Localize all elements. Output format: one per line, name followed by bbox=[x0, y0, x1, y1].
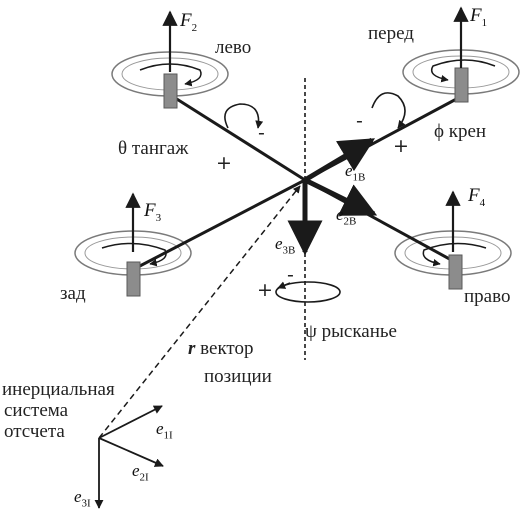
motor-left bbox=[163, 73, 178, 109]
vector-symbol: e bbox=[156, 419, 164, 438]
arm-back bbox=[135, 178, 306, 270]
arm-left bbox=[171, 94, 306, 182]
force-subscript: 4 bbox=[479, 196, 486, 209]
roll-plus-sign: + bbox=[393, 135, 409, 157]
label-e1i: e1I bbox=[156, 420, 173, 441]
pitch-rotation-arrow bbox=[224, 103, 264, 129]
vector-symbol: e bbox=[132, 461, 140, 480]
label-pitch: θ тангаж bbox=[118, 138, 189, 159]
pitch-plus-sign: + bbox=[216, 152, 232, 174]
label-inertial-line2: система bbox=[4, 400, 69, 421]
vector-subscript: 1I bbox=[163, 429, 173, 442]
label-left: лево bbox=[215, 37, 252, 58]
inertial-vector-e2 bbox=[98, 437, 164, 467]
position-symbol: r bbox=[188, 338, 196, 359]
vector-subscript: 2I bbox=[139, 471, 149, 484]
motor-front bbox=[454, 67, 469, 103]
force-label-f4: F4 bbox=[468, 186, 485, 209]
label-inertial-line1: инерциальная bbox=[2, 379, 115, 400]
label-position-vector-line2: позиции bbox=[204, 366, 272, 387]
inertial-vector-e1 bbox=[98, 405, 163, 439]
force-subscript: 1 bbox=[481, 16, 488, 29]
spin-arrow-right bbox=[422, 242, 487, 267]
force-symbol: F bbox=[470, 5, 482, 26]
motor-right bbox=[448, 254, 463, 290]
vector-symbol: e bbox=[336, 205, 344, 224]
label-e3b: e3B bbox=[275, 235, 295, 256]
yaw-minus-sign: - bbox=[287, 264, 294, 286]
spin-arrow-left bbox=[139, 63, 202, 87]
label-e2i: e2I bbox=[132, 462, 149, 483]
spin-arrow-back bbox=[101, 242, 167, 267]
body-vector-e2 bbox=[303, 177, 378, 217]
label-e2b: e2B bbox=[336, 206, 356, 227]
roll-rotation-arrow bbox=[371, 92, 406, 129]
label-right: право bbox=[464, 286, 511, 307]
force-subscript: 3 bbox=[155, 211, 162, 224]
motor-back bbox=[126, 261, 141, 297]
label-inertial-line3: отсчета bbox=[4, 421, 65, 442]
label-back: зад bbox=[60, 283, 86, 304]
label-yaw: ψ рысканье bbox=[305, 321, 397, 342]
label-e1b: e1B bbox=[345, 162, 365, 183]
position-line1: вектор bbox=[200, 338, 254, 359]
label-roll: ϕ крен bbox=[434, 121, 487, 142]
vector-subscript: 1B bbox=[352, 171, 366, 184]
force-label-f1: F1 bbox=[470, 6, 487, 29]
yaw-rotation-arrowhead bbox=[277, 281, 291, 289]
force-subscript: 2 bbox=[191, 21, 198, 34]
vector-symbol: e bbox=[275, 234, 283, 253]
label-front: перед bbox=[368, 23, 414, 44]
yaw-rotation-ellipse bbox=[275, 281, 341, 303]
spin-arrow-front bbox=[430, 59, 496, 83]
force-symbol: F bbox=[144, 200, 156, 221]
roll-minus-sign: - bbox=[356, 110, 363, 132]
label-position-vector: r вектор bbox=[188, 339, 253, 358]
vector-subscript: 3B bbox=[282, 244, 296, 257]
force-label-f3: F3 bbox=[144, 201, 161, 224]
vector-subscript: 2B bbox=[343, 215, 357, 228]
vector-symbol: e bbox=[345, 161, 353, 180]
vector-subscript: 3I bbox=[81, 497, 91, 510]
force-label-f2: F2 bbox=[180, 11, 197, 34]
pitch-minus-sign: - bbox=[258, 122, 265, 144]
position-vector-r bbox=[98, 185, 301, 439]
force-symbol: F bbox=[468, 185, 480, 206]
label-e3i: e3I bbox=[74, 488, 91, 509]
vector-symbol: e bbox=[74, 487, 82, 506]
body-vector-e1 bbox=[303, 137, 376, 183]
force-symbol: F bbox=[180, 10, 192, 31]
yaw-plus-sign: + bbox=[257, 279, 273, 301]
